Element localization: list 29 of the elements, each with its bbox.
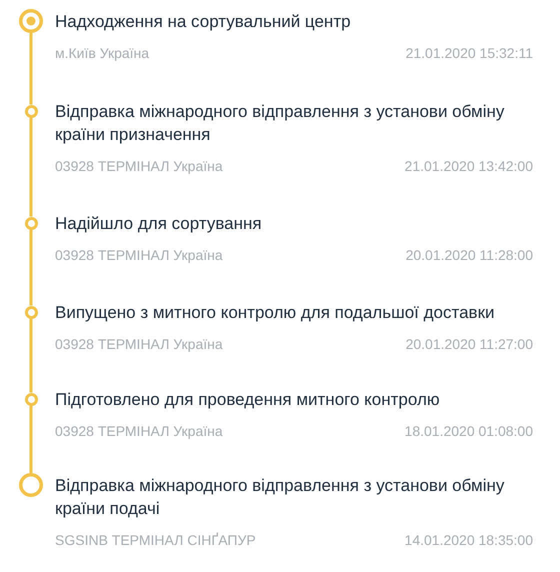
event-location: м.Київ Україна xyxy=(55,44,150,62)
event-location: 03928 ТЕРМІНАЛ Україна xyxy=(55,156,223,176)
event-timestamp: 20.01.2020 11:28:00 xyxy=(406,246,533,264)
event-timestamp: 14.01.2020 18:35:00 xyxy=(404,530,533,550)
timeline-line xyxy=(30,33,32,104)
ring-dot-icon xyxy=(19,9,43,33)
event-timestamp: 21.01.2020 13:42:00 xyxy=(404,156,533,176)
event-location: SGSINB ТЕРМІНАЛ СІНҐАПУР xyxy=(55,530,256,550)
timeline-line xyxy=(30,230,32,306)
event-title: Надходження на сортувальний центр xyxy=(55,10,352,32)
event-title: Відправка міжнародного відправлення з установи обміну країни подачі xyxy=(55,474,506,520)
event-location: 03928 ТЕРМІНАЛ Україна xyxy=(55,334,223,354)
event-title: Підготовлено для проведення митного контролю xyxy=(55,388,441,410)
event-timestamp: 21.01.2020 15:32:11 xyxy=(406,44,533,62)
timeline-line xyxy=(30,406,32,473)
timeline-line xyxy=(30,318,32,392)
event-location: 03928 ТЕРМІНАЛ Україна xyxy=(55,422,223,440)
ring-icon xyxy=(24,216,38,230)
event-location: 03928 ТЕРМІНАЛ Україна xyxy=(55,246,223,264)
ring-icon xyxy=(24,306,38,318)
event-timestamp: 18.01.2020 01:08:00 xyxy=(404,422,533,440)
ring-icon xyxy=(24,104,38,118)
event-timestamp: 20.01.2020 11:27:00 xyxy=(406,334,533,354)
ring-icon xyxy=(24,392,38,406)
event-title: Відправка міжнародного відправлення з установи обміну країни призначення xyxy=(55,100,506,146)
event-title: Надійшло для сортування xyxy=(55,212,263,234)
ring-icon xyxy=(19,473,43,497)
timeline-line xyxy=(30,118,32,216)
event-title: Випущено з митного контролю для подальшої доставки xyxy=(55,302,496,324)
